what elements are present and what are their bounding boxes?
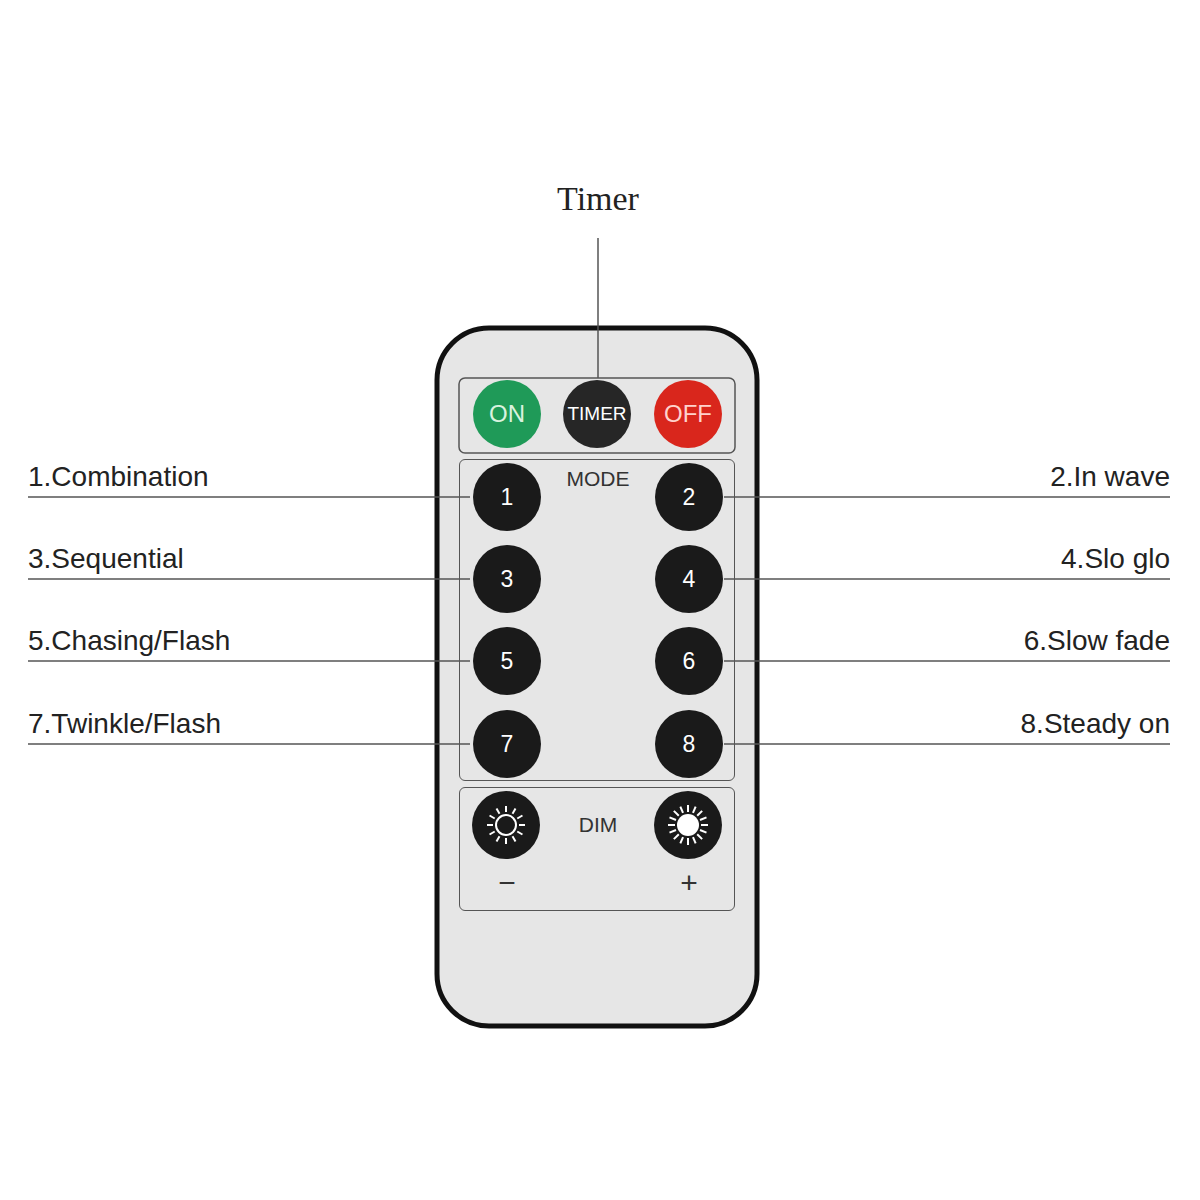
sun-ray: [697, 811, 702, 816]
sun-ray: [513, 809, 516, 814]
mode-panel: MODE 1 2 3 4 5 6 7 8: [459, 459, 735, 781]
leader-lines: [28, 238, 1170, 744]
leader-line: [597, 238, 599, 378]
sun-ray: [668, 824, 675, 826]
leader-line: [724, 743, 1170, 745]
leader-line: [724, 578, 1170, 580]
sun-ray: [517, 832, 522, 835]
sun-ray: [670, 830, 676, 833]
dim-panel: DIM − +: [459, 787, 735, 911]
mode-callout: 2.In wave: [1050, 460, 1170, 494]
sun-ray: [693, 807, 696, 813]
sun-icon: [496, 815, 516, 835]
sun-ray: [674, 811, 679, 816]
button-label: 8: [683, 731, 696, 758]
power-panel: [459, 378, 735, 453]
sun-ray: [490, 816, 495, 819]
mode-callout: 8.Steady on: [1021, 707, 1170, 741]
sun-ray: [517, 816, 522, 819]
mode-callout: 6.Slow fade: [1024, 624, 1170, 658]
mode-button: 3: [473, 545, 541, 613]
callout-title: Timer: [557, 178, 639, 220]
panel-heading: MODE: [567, 468, 630, 489]
mode-button: 2: [655, 463, 723, 531]
button-label: 2: [683, 484, 696, 511]
button-label: TIMER: [567, 403, 626, 425]
sun-ray: [497, 809, 500, 814]
sun-ray: [693, 837, 696, 843]
mode-button: 6: [655, 627, 723, 695]
sun-ray: [701, 824, 708, 826]
button-label: 7: [501, 731, 514, 758]
sun-rays: [668, 805, 708, 845]
leader-line: [28, 578, 470, 580]
mode-button: 1: [473, 463, 541, 531]
mode-callout: 4.Slo glo: [1061, 542, 1170, 576]
button-label: 4: [683, 566, 696, 593]
button-label: OFF: [664, 400, 712, 428]
sun-ray: [490, 832, 495, 835]
mode-button: 7: [473, 710, 541, 778]
sun-ray: [697, 834, 702, 839]
button-label: 3: [501, 566, 514, 593]
sun-ray: [687, 805, 689, 812]
sun-ray: [487, 824, 493, 826]
sun-rays: [487, 806, 525, 844]
dim-plus-button: [654, 791, 722, 859]
timer-button: TIMER: [563, 380, 631, 448]
button-circle: [472, 791, 540, 859]
sun-ray: [680, 837, 683, 843]
button-label: 1: [501, 484, 514, 511]
leader-line: [724, 660, 1170, 662]
button-label: ON: [489, 400, 525, 428]
button-label: 6: [683, 648, 696, 675]
off-button: OFF: [654, 380, 722, 448]
sun-ray: [505, 838, 507, 844]
dim-minus-button: [472, 791, 540, 859]
mode-callout: 5.Chasing/Flash: [28, 624, 230, 658]
sun-ray: [505, 806, 507, 812]
sun-ray: [680, 807, 683, 813]
sun-ray: [519, 824, 525, 826]
mode-callout: 7.Twinkle/Flash: [28, 707, 221, 741]
sun-ray: [700, 830, 706, 833]
sun-ray: [513, 836, 516, 841]
mode-callout: 3.Sequential: [28, 542, 184, 576]
mode-callout: 1.Combination: [28, 460, 209, 494]
sun-ray: [700, 817, 706, 820]
leader-line: [724, 496, 1170, 498]
mode-button: 4: [655, 545, 723, 613]
sun-ray: [687, 838, 689, 845]
button-circle: [654, 791, 722, 859]
on-button: ON: [473, 380, 541, 448]
sun-icon: [677, 814, 699, 836]
leader-line: [28, 660, 470, 662]
sun-ray: [670, 817, 676, 820]
sun-ray: [497, 836, 500, 841]
button-label: 5: [501, 648, 514, 675]
remote-body: [437, 328, 757, 1026]
leader-line: [28, 496, 470, 498]
panel-heading: DIM: [579, 814, 618, 835]
mode-button: 5: [473, 627, 541, 695]
dim-sign: −: [498, 868, 516, 898]
mode-button: 8: [655, 710, 723, 778]
leader-line: [28, 743, 470, 745]
dim-sign: +: [680, 868, 698, 898]
sun-ray: [674, 834, 679, 839]
